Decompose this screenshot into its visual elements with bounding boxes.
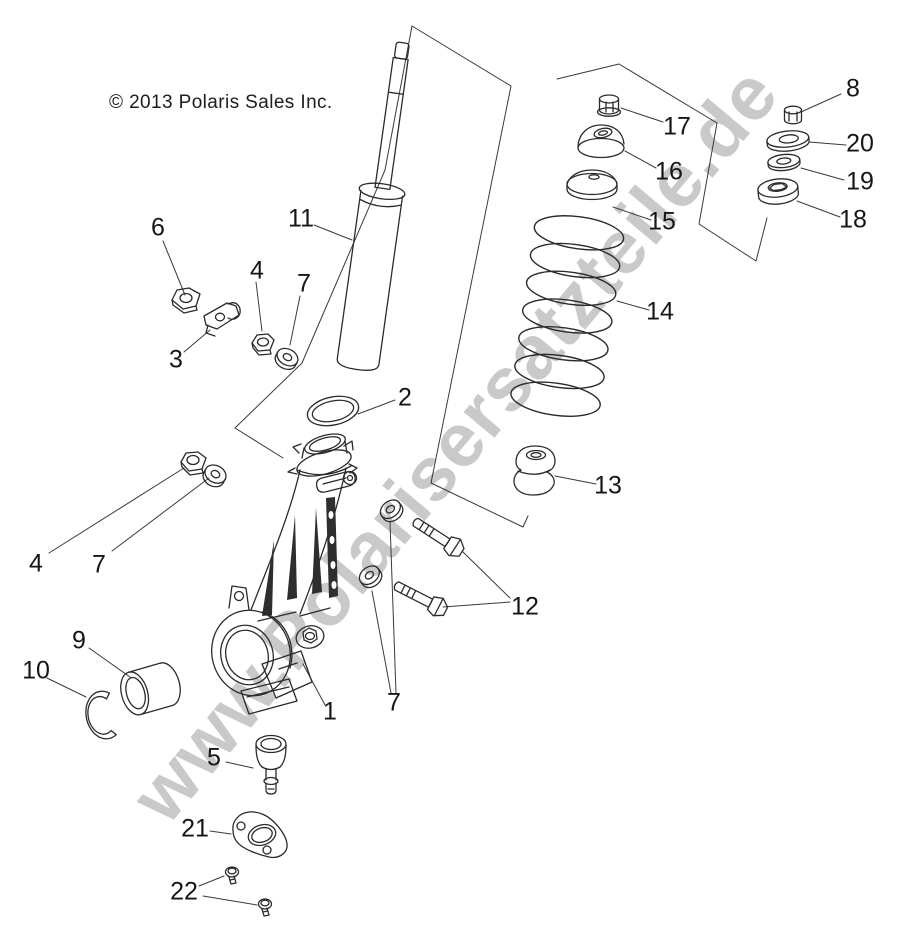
clamp-3-drawing xyxy=(204,303,240,336)
copyright-text: © 2013 Polaris Sales Inc. xyxy=(109,92,333,113)
ball-joint-drawing xyxy=(256,736,286,795)
nut-4-top-drawing xyxy=(252,334,274,355)
retainer-disc-15-drawing xyxy=(567,170,617,200)
washer-7-left-drawing xyxy=(200,461,229,490)
bushing-18-drawing xyxy=(757,177,799,206)
washer-7-mid1-drawing xyxy=(377,496,407,525)
bushing-9-drawing xyxy=(116,660,185,719)
o-ring-drawing xyxy=(305,392,362,430)
shock-absorber-drawing xyxy=(334,40,425,373)
bolt-12a-drawing xyxy=(407,511,468,562)
grouping-brackets xyxy=(235,26,767,527)
snap-ring-drawing xyxy=(82,690,119,743)
gasket-plate-drawing xyxy=(233,812,287,858)
washer-19-drawing xyxy=(767,153,800,172)
washer-20-drawing xyxy=(766,129,810,153)
bump-stop-drawing xyxy=(514,446,555,495)
coil-spring-drawing xyxy=(509,211,626,422)
dome-washer-16-drawing xyxy=(578,125,624,158)
nut-17-drawing xyxy=(598,95,621,116)
washer-7-mid2-drawing xyxy=(356,562,386,591)
screw-22a-drawing xyxy=(226,867,239,884)
nut-4-left-drawing xyxy=(181,452,206,475)
screw-22b-drawing xyxy=(259,899,272,916)
washer-7-top-drawing xyxy=(272,345,301,373)
bolt-12b-drawing xyxy=(389,575,451,621)
nut-6-drawing xyxy=(172,288,200,313)
steering-knuckle-drawing xyxy=(202,430,357,714)
nut-8-drawing xyxy=(785,106,802,124)
leader-lines xyxy=(47,94,846,905)
